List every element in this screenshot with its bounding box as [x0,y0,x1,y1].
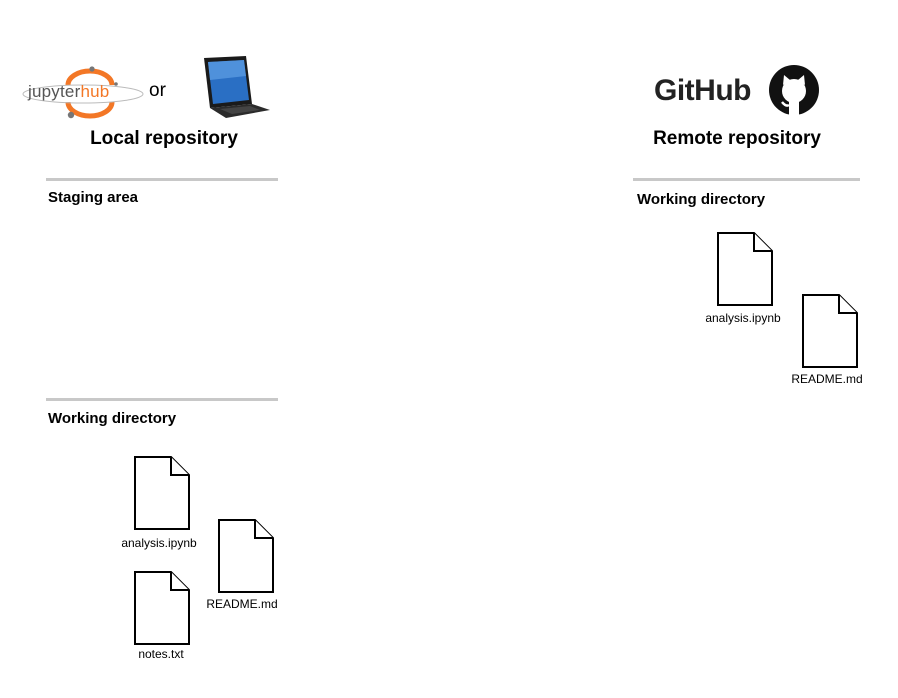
jupyter-word: jupyter [28,82,81,101]
remote-working-divider [633,178,860,181]
github-wordmark: GitHub [654,74,751,107]
local-working-divider [46,398,278,401]
laptop-icon [204,56,270,118]
or-text: or [149,80,166,101]
github-octocat-icon [769,65,819,115]
file-icon[interactable] [133,570,191,646]
remote-working-directory-label: Working directory [637,191,766,208]
staging-area-label: Staging area [48,189,139,206]
file-icon[interactable] [801,293,859,369]
jupyterhub-wordmark: jupyterhub [28,82,109,102]
file-icon[interactable] [716,231,774,307]
file-icon[interactable] [133,455,191,531]
local-repository-title: Local repository [90,128,238,149]
file-icon[interactable] [217,518,275,594]
staging-divider [46,178,278,181]
local-file-analysis-label: analysis.ipynb [121,536,197,550]
remote-file-readme-label: README.md [791,372,863,386]
hub-word: hub [80,82,110,101]
jupyterhub-logo [22,66,144,119]
local-working-directory-label: Working directory [48,410,177,427]
remote-file-analysis-label: analysis.ipynb [705,311,781,325]
local-file-notes-label: notes.txt [138,647,184,661]
remote-repository-title: Remote repository [653,128,821,149]
local-file-readme-label: README.md [206,597,278,611]
